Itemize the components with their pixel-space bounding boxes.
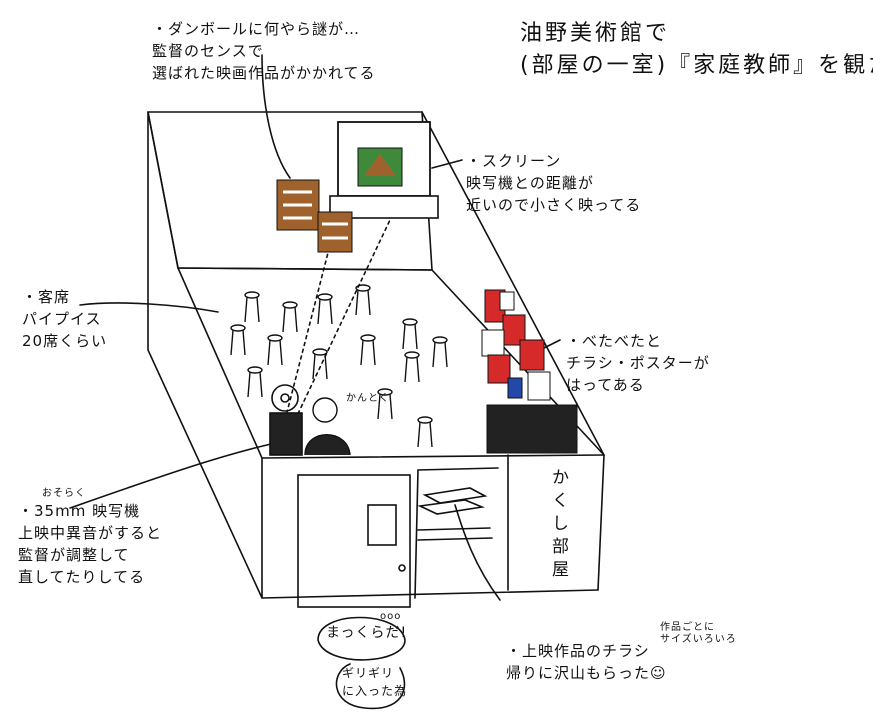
chair-icon bbox=[282, 301, 298, 333]
projector-icon bbox=[269, 384, 303, 456]
chair-icon bbox=[247, 366, 263, 398]
projector-note-line: ・35mm 映写機 bbox=[18, 502, 141, 520]
room-left-wall bbox=[147, 111, 263, 599]
posters-note-line: ・べたべたと bbox=[566, 332, 663, 350]
screen-note-line: 近いので小さく映ってる bbox=[466, 196, 642, 214]
projector-note-line: 監督が調整して bbox=[18, 546, 130, 564]
chair-icon bbox=[317, 293, 333, 325]
posters-note: ・べたべたと チラシ・ポスターが はってある bbox=[566, 330, 710, 396]
door-poster-icon bbox=[367, 504, 397, 546]
squeeze-note: ギリギリ に入った為 bbox=[342, 664, 407, 700]
squeeze-note-line: に入った為 bbox=[342, 684, 408, 698]
flyers-note-line: ・上映作品のチラシ bbox=[506, 642, 650, 660]
screen-note-line: ・スクリーン bbox=[466, 152, 562, 170]
flyers-note-line: 帰りに沢山もらった☺ bbox=[506, 664, 667, 682]
chair-icon bbox=[360, 334, 376, 366]
page-title: 油野美術館で (部屋の一室)『家庭教師』を観た! bbox=[520, 18, 873, 82]
cardboard-note-line: 選ばれた映画作品がかかれてる bbox=[152, 64, 376, 82]
chair-icon bbox=[404, 351, 420, 383]
seats-note-line: 20席くらい bbox=[22, 332, 108, 350]
projector-note: おそらく ・35mm 映写機 上映中異音がすると 監督が調整して 直してたりして… bbox=[18, 488, 162, 588]
director-figure bbox=[304, 397, 351, 456]
cardboard-note-line: 監督のセンスで bbox=[152, 42, 264, 60]
seats-note-line: パイプイス bbox=[22, 310, 102, 328]
cardboard-box-icon bbox=[276, 179, 353, 253]
chair-icon bbox=[355, 284, 371, 316]
flyers-aside-line: サイズいろいろ bbox=[660, 634, 737, 645]
flyers-note: ・上映作品のチラシ 帰りに沢山もらった☺ bbox=[506, 640, 667, 684]
chair-icon bbox=[244, 291, 260, 323]
chair-icon bbox=[432, 336, 448, 368]
squeeze-note-line: ギリギリ bbox=[342, 666, 395, 680]
projector-note-line: 上映中異音がすると bbox=[18, 524, 163, 542]
speech-bubble bbox=[317, 616, 406, 661]
chair-icon bbox=[377, 388, 393, 420]
chair-icon bbox=[417, 416, 433, 448]
chair-icon bbox=[402, 318, 418, 350]
door-icon bbox=[297, 474, 411, 608]
title-line-2: (部屋の一室)『家庭教師』を観た! bbox=[520, 53, 873, 78]
posters-note-line: チラシ・ポスターが bbox=[566, 354, 710, 372]
hidden-room-outline bbox=[414, 454, 509, 599]
director-label: かんとく bbox=[346, 393, 390, 404]
room-front-top bbox=[261, 454, 605, 459]
screen-note: ・スクリーン 映写機との距離が 近いので小さく映ってる bbox=[466, 150, 641, 216]
chair-icon bbox=[267, 334, 283, 366]
screen-icon bbox=[329, 121, 439, 219]
seats-note-line: ・客席 bbox=[22, 288, 71, 306]
seat-chairs bbox=[230, 284, 448, 448]
hidden-room-label: かくし部屋 bbox=[548, 468, 568, 583]
flyers-aside-line: 作品ごとに bbox=[660, 622, 715, 633]
projector-note-line: 直してたりしてる bbox=[18, 568, 146, 586]
chair-icon bbox=[230, 324, 246, 356]
chair-icon bbox=[312, 348, 328, 380]
seats-note: ・客席 パイプイス 20席くらい bbox=[22, 286, 107, 352]
cardboard-note-line: ・ダンボールに何やら謎が… bbox=[152, 20, 361, 38]
dark-dots: ooo bbox=[380, 611, 402, 622]
projector-note-prefix: おそらく bbox=[42, 488, 86, 499]
hidden-room-block bbox=[486, 404, 578, 454]
posters-note-line: はってある bbox=[566, 376, 645, 394]
cardboard-note: ・ダンボールに何やら謎が… 監督のセンスで 選ばれた映画作品がかかれてる bbox=[152, 18, 376, 84]
title-line-1: 油野美術館で bbox=[520, 21, 671, 46]
poster-wall-icon bbox=[481, 289, 551, 401]
dark-exclamation: まっくらだ! bbox=[326, 625, 408, 641]
flyers-aside: 作品ごとに サイズいろいろ bbox=[660, 622, 737, 646]
room-front-bottom bbox=[261, 589, 599, 599]
flyer-stack-icon bbox=[417, 487, 488, 515]
screen-note-line: 映写機との距離が bbox=[466, 174, 594, 192]
